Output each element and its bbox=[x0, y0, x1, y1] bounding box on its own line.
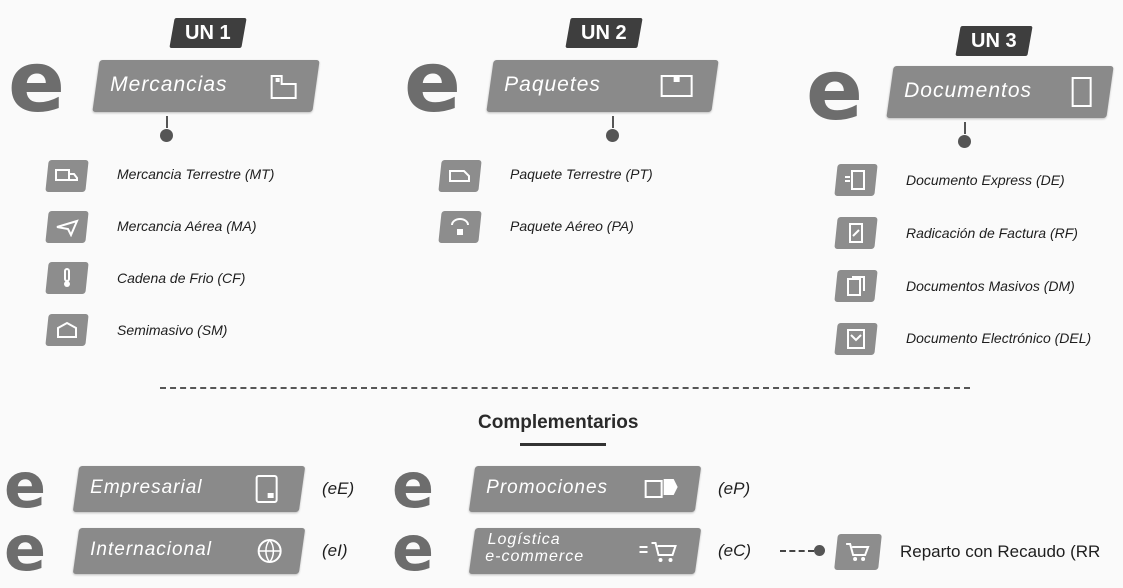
item-documento-express[interactable]: Documento Express (DE) bbox=[906, 172, 1065, 188]
promo-tag-icon bbox=[644, 475, 680, 508]
item-paquete-aereo[interactable]: Paquete Aéreo (PA) bbox=[510, 218, 634, 234]
truck-icon bbox=[45, 160, 89, 192]
express-document-icon bbox=[834, 164, 878, 196]
empresarial-label: Empresarial bbox=[90, 477, 203, 498]
e-logo-un2: e bbox=[404, 33, 461, 131]
code-empresarial: (eE) bbox=[322, 479, 355, 498]
code-promociones: (eP) bbox=[718, 479, 751, 498]
documentos-banner[interactable]: Documentos bbox=[886, 66, 1114, 118]
internacional-banner[interactable]: Internacional bbox=[72, 528, 306, 574]
item-paquete-terrestre[interactable]: Paquete Terrestre (PT) bbox=[510, 166, 653, 182]
e-logo-un3: e bbox=[806, 41, 863, 139]
rr-connector-node bbox=[814, 545, 825, 556]
item-cadena-de-frio[interactable]: Cadena de Frio (CF) bbox=[117, 270, 246, 286]
item-documento-electronico[interactable]: Documento Electrónico (DEL) bbox=[906, 330, 1092, 346]
item-radicacion-de-factura[interactable]: Radicación de Factura (RF) bbox=[906, 225, 1078, 241]
un3-connector bbox=[964, 122, 966, 134]
un1-connector bbox=[166, 116, 168, 128]
globe-icon bbox=[256, 537, 284, 570]
e-logo-internacional: e bbox=[4, 512, 47, 585]
complementarios-underline bbox=[520, 443, 606, 446]
code-internacional: (eI) bbox=[322, 541, 348, 560]
reparto-con-recaudo-label[interactable]: Reparto con Recaudo (RR bbox=[900, 542, 1101, 561]
parachute-box-icon bbox=[438, 211, 482, 243]
un3-node bbox=[958, 135, 971, 148]
stacked-documents-icon bbox=[834, 270, 878, 302]
promociones-banner[interactable]: Promociones bbox=[468, 466, 702, 512]
un1-node bbox=[160, 129, 173, 142]
e-logo-empresarial: e bbox=[4, 449, 47, 522]
rr-connector-line bbox=[780, 550, 814, 552]
e-logo-un1: e bbox=[8, 33, 65, 131]
logistica-ecommerce-banner[interactable]: Logística e-commerce bbox=[468, 528, 702, 574]
item-mercancia-aerea[interactable]: Mercancia Aérea (MA) bbox=[117, 218, 257, 234]
mercancias-banner[interactable]: Mercancias bbox=[92, 60, 320, 112]
electronic-document-icon bbox=[834, 323, 878, 355]
item-semimasivo[interactable]: Semimasivo (SM) bbox=[117, 322, 228, 338]
section-divider bbox=[160, 387, 970, 389]
e-logo-promociones: e bbox=[392, 449, 435, 522]
document-icon bbox=[1070, 76, 1094, 113]
package-icon bbox=[660, 72, 694, 105]
code-ecommerce: (eC) bbox=[718, 541, 752, 560]
boxes-icon bbox=[45, 314, 89, 346]
cash-cart-icon bbox=[834, 534, 882, 570]
empresarial-banner[interactable]: Empresarial bbox=[72, 466, 306, 512]
logistica-label: Logística bbox=[487, 531, 561, 548]
shopping-cart-icon bbox=[638, 539, 678, 570]
promociones-label: Promociones bbox=[486, 477, 609, 498]
un2-node bbox=[606, 129, 619, 142]
warehouse-icon bbox=[268, 70, 300, 107]
e-logo-ecommerce: e bbox=[392, 512, 435, 585]
tablet-icon bbox=[254, 474, 280, 509]
un2-connector bbox=[612, 116, 614, 128]
complementarios-title: Complementarios bbox=[478, 412, 639, 433]
item-documentos-masivos[interactable]: Documentos Masivos (DM) bbox=[906, 278, 1075, 294]
plane-icon bbox=[45, 211, 89, 243]
un1-tag: UN 1 bbox=[169, 18, 247, 48]
paquetes-label: Paquetes bbox=[504, 73, 601, 96]
mercancias-label: Mercancias bbox=[110, 73, 228, 96]
ecommerce-label: e-commerce bbox=[485, 548, 585, 565]
un3-tag: UN 3 bbox=[955, 26, 1033, 56]
thermometer-icon bbox=[45, 262, 89, 294]
internacional-label: Internacional bbox=[90, 539, 212, 560]
invoice-icon bbox=[834, 217, 878, 249]
paquetes-banner[interactable]: Paquetes bbox=[486, 60, 719, 112]
documentos-label: Documentos bbox=[904, 79, 1033, 102]
van-icon bbox=[438, 160, 482, 192]
un2-tag: UN 2 bbox=[565, 18, 643, 48]
item-mercancia-terrestre[interactable]: Mercancia Terrestre (MT) bbox=[117, 166, 275, 182]
